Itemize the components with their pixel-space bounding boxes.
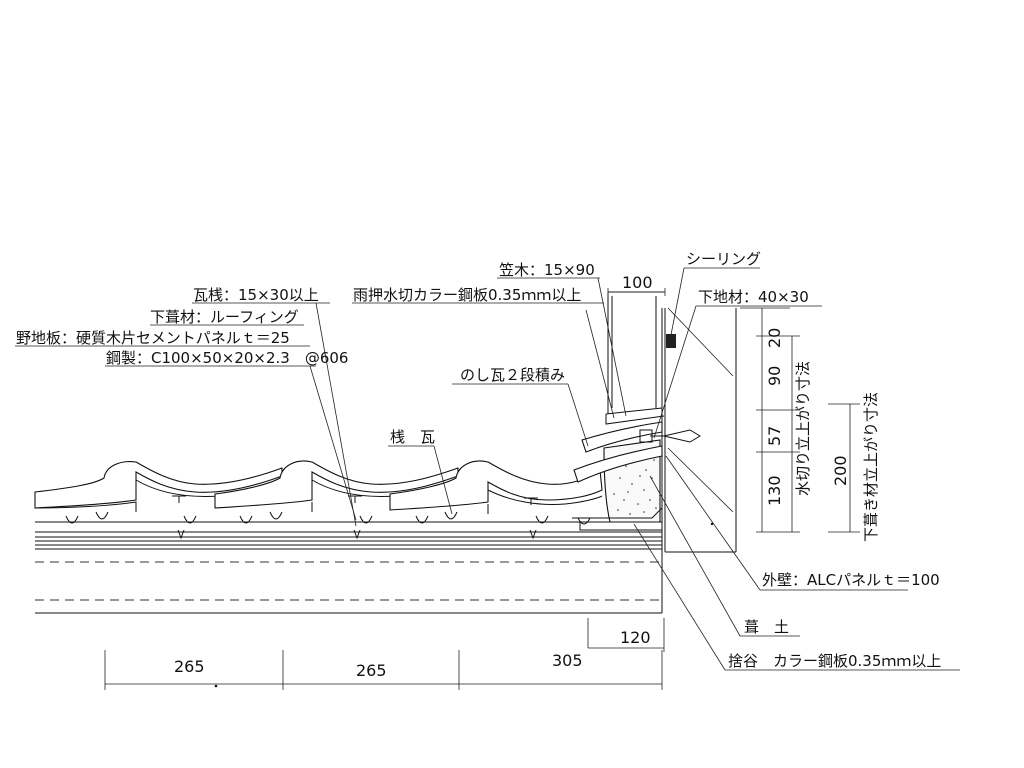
- label-shitabuki-dim: 下葺き材立上がり寸法: [862, 392, 880, 542]
- material-labels: シーリング 笠木：15×90 雨押水切カラー鋼板0.35ｍｍ以上 瓦桟：15×3…: [16, 250, 941, 670]
- dim-h-305: 305: [552, 651, 583, 670]
- label-shitabuki: 下葺材：ルーフィング: [150, 308, 299, 326]
- dim-v-90: 90: [765, 366, 784, 386]
- dim-v-200: 200: [831, 455, 850, 486]
- dimension-values: 100 20 90 57 130 200 120 265 265 305: [174, 273, 850, 680]
- dim-h-265a: 265: [174, 657, 205, 676]
- leader-lines: [15, 267, 960, 671]
- label-sangawara: 桟 瓦: [390, 428, 435, 446]
- label-shitajizai: 下地材：40×30: [698, 288, 809, 306]
- label-noshigawara: のし瓦２段積み: [460, 366, 565, 384]
- roof-deck-layers: [35, 521, 663, 614]
- dim-v-130: 130: [765, 475, 784, 506]
- label-kousei: 鋼製：C100×50×20×2.3 @606: [106, 349, 348, 367]
- label-nojiita: 野地板：硬質木片セメントパネルｔ＝25: [16, 329, 290, 347]
- dimension-lines: [104, 288, 860, 690]
- label-sutedani: 捨谷 カラー鋼板0.35ｍｍ以上: [728, 652, 941, 670]
- sealing-block: [666, 334, 676, 348]
- dim-v-20: 20: [765, 328, 784, 348]
- dim-v-57: 57: [765, 426, 784, 446]
- label-mizukiri-dim: 水切り立上がり寸法: [794, 361, 812, 496]
- dim-top-100: 100: [622, 273, 653, 292]
- label-gaiheki: 外壁：ALCパネルｔ＝100: [762, 571, 940, 589]
- roof-tiles: [34, 460, 603, 540]
- label-kawarasan: 瓦桟：15×30以上: [193, 286, 319, 304]
- label-amaosae: 雨押水切カラー鋼板0.35ｍｍ以上: [353, 286, 581, 304]
- tile-battens: [65, 511, 591, 525]
- label-fukitsuchi: 葺 土: [744, 618, 789, 636]
- dim-h-265b: 265: [356, 661, 387, 680]
- noshi-tiles-and-mortar: [573, 407, 665, 523]
- dim-h-120: 120: [620, 628, 651, 647]
- label-sealing: シーリング: [686, 250, 761, 268]
- label-kasagi: 笠木：15×90: [499, 261, 595, 279]
